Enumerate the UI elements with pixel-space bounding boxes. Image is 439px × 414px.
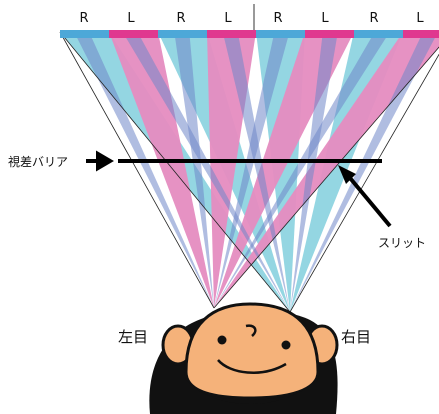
overlap-beam-6 [290,38,337,312]
display-pixel-strip [60,30,439,38]
edge-ray-1 [59,31,215,309]
nose [245,324,257,337]
parallax-barrier-label: 視差バリア [8,154,68,169]
pixel-label-8: L [416,11,424,26]
edge-ray-3 [213,46,439,309]
right-eye [281,340,291,350]
pixel-5 [256,30,305,38]
pixel-3 [158,30,207,38]
slit-arrow-line [348,176,392,228]
pixel-label-6: L [321,11,329,26]
overlap-beam-4 [224,38,290,312]
left-eye [217,335,227,345]
pixel-label-4: L [224,11,232,26]
pixel-label-7: R [369,11,378,26]
viewer-face [149,302,339,414]
overlap-beam-8 [290,38,435,312]
face-skin [184,302,320,400]
edge-ray-4 [289,53,439,313]
pixel-label-1: R [79,11,88,26]
pixel-label-5: R [273,11,282,26]
edge-ray-2 [59,31,291,313]
slit-arrow-icon [338,165,356,184]
beard [186,380,316,414]
left-eye-label: 左目 [118,328,148,346]
pixel-label-2: L [127,11,135,26]
pixel-4 [207,30,256,38]
edge-rays [59,31,439,313]
right-eye-label: 右目 [341,328,371,346]
overlap-beam-2 [126,38,291,312]
overlap-beam-1 [77,38,215,308]
barrier-arrow-icon [86,150,114,172]
pixel-label-3: R [176,11,185,26]
pixel-8 [403,30,439,38]
beam-overlaps [77,38,435,312]
pixel-label-row: R L R L R L R L [79,11,424,26]
pixel-7 [354,30,403,38]
beam-8 [214,32,439,308]
overlap-beam-5 [214,38,288,308]
mouth [217,359,287,374]
overlap-beam-3 [175,38,214,308]
slit-label: スリット [378,236,426,250]
overlap-beam-7 [214,38,386,308]
beam-2 [109,32,214,308]
pixel-2 [109,30,158,38]
pixel-1 [60,30,109,38]
pixel-6 [305,30,354,38]
